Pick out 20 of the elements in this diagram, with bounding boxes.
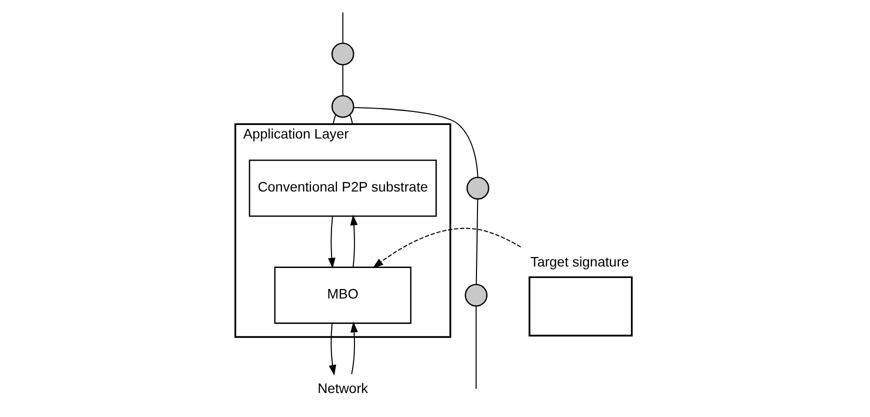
- connector: [475, 306, 476, 389]
- node-circle: [330, 42, 354, 66]
- arrow: [372, 228, 520, 268]
- node-box: MBO: [274, 266, 411, 324]
- connector: [475, 199, 478, 284]
- node-circle: [330, 95, 354, 118]
- connector: [342, 64, 343, 96]
- node-text: Network: [317, 381, 368, 396]
- node-label: Target signature: [530, 254, 628, 270]
- connector: [342, 12, 343, 43]
- connector: [332, 114, 336, 124]
- node-circle: [466, 176, 489, 200]
- node-circle: [464, 284, 488, 307]
- arrow: [350, 214, 358, 268]
- arrow: [350, 322, 358, 374]
- connector: [353, 106, 478, 178]
- arrow: [328, 216, 335, 269]
- connector: [348, 114, 352, 124]
- node-box: Conventional P2P substrate: [248, 160, 436, 217]
- node-box: [528, 276, 632, 337]
